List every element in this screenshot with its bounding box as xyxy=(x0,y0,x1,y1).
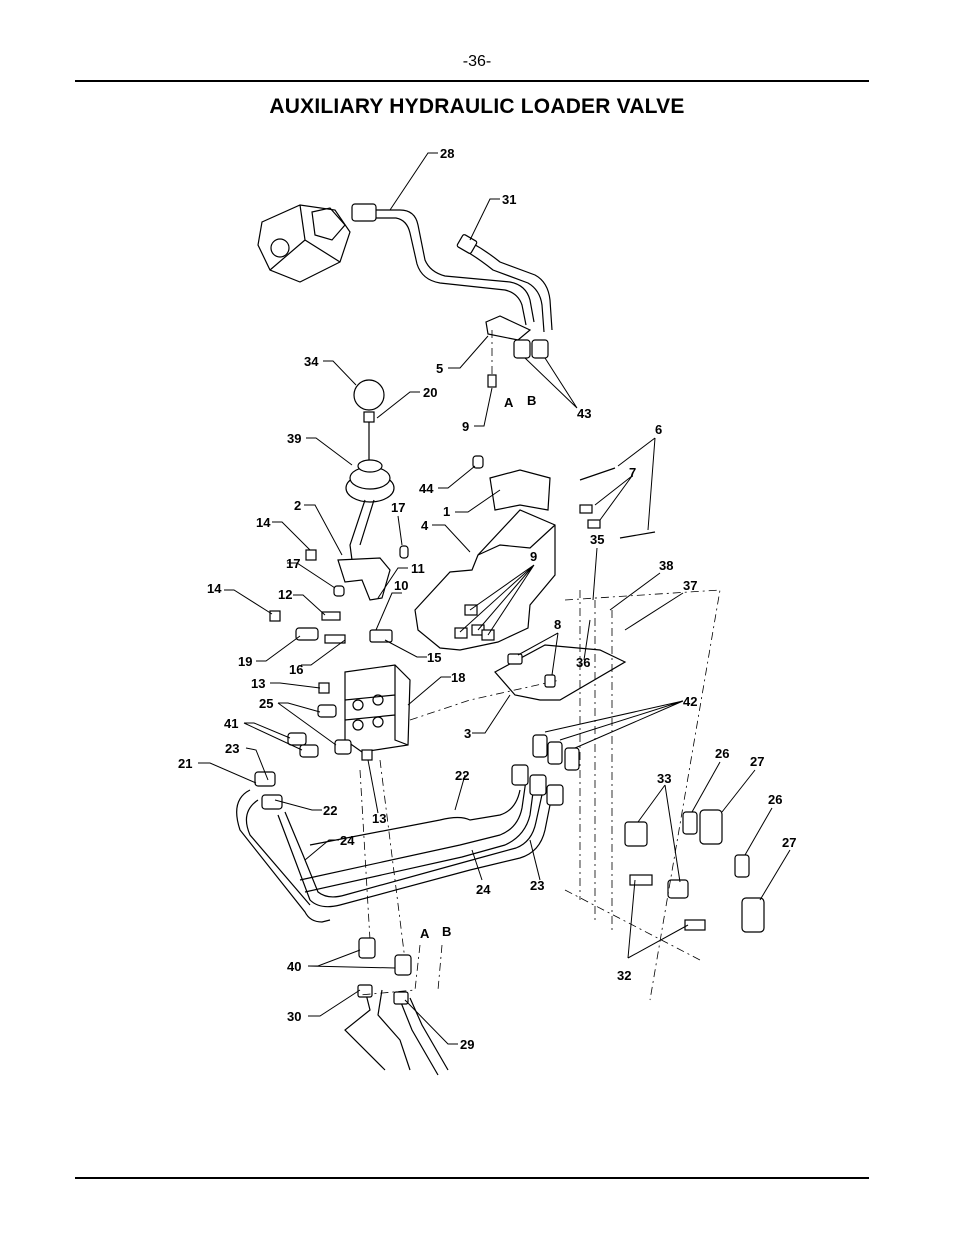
callout-labels: 28 31 5 43 9 A B 34 20 39 6 7 44 1 4 2 1… xyxy=(178,146,796,1052)
callout-5: 5 xyxy=(436,361,443,376)
support-bracket-4 xyxy=(414,455,556,651)
callout-6: 6 xyxy=(655,422,662,437)
hydraulic-pump xyxy=(257,203,377,283)
callout-39: 39 xyxy=(287,431,301,446)
callout-24-lower: 24 xyxy=(476,882,491,897)
page-title: AUXILIARY HYDRAULIC LOADER VALVE xyxy=(269,95,685,118)
dust-caps xyxy=(624,809,765,933)
callout-18: 18 xyxy=(451,670,465,685)
callout-3: 3 xyxy=(464,726,471,741)
callout-33: 33 xyxy=(657,771,671,786)
callout-26-lower: 26 xyxy=(768,792,782,807)
assembly-guides xyxy=(359,589,721,1001)
footer-rule xyxy=(75,1177,869,1179)
callout-32: 32 xyxy=(617,968,631,983)
callout-1: 1 xyxy=(443,504,450,519)
lever-bracket-2 xyxy=(337,557,391,601)
callout-30: 30 xyxy=(287,1009,301,1024)
callout-17-lower: 17 xyxy=(286,556,300,571)
callout-2: 2 xyxy=(294,498,301,513)
hydraulic-line-upper xyxy=(376,209,553,333)
callout-43: 43 xyxy=(577,406,591,421)
page-number: -36- xyxy=(462,53,492,70)
callout-35: 35 xyxy=(590,532,604,547)
bolts-6-7 xyxy=(579,467,656,539)
callout-38: 38 xyxy=(659,558,673,573)
callout-27-lower: 27 xyxy=(782,835,796,850)
callout-22-left: 22 xyxy=(323,803,337,818)
callout-16: 16 xyxy=(289,662,303,677)
couplers-42 xyxy=(532,734,580,771)
callout-11: 11 xyxy=(411,561,425,576)
callout-12: 12 xyxy=(278,587,292,602)
callout-20: 20 xyxy=(423,385,437,400)
callout-26-upper: 26 xyxy=(715,746,729,761)
callout-7: 7 xyxy=(629,465,636,480)
callout-9-bracket: 9 xyxy=(530,549,537,564)
header-rule xyxy=(75,80,869,82)
mount-plate-3 xyxy=(494,644,627,701)
callout-13-lower: 13 xyxy=(372,811,386,826)
callout-36: 36 xyxy=(576,655,590,670)
callout-15: 15 xyxy=(427,650,441,665)
callout-28: 28 xyxy=(440,146,454,161)
callout-25: 25 xyxy=(259,696,273,711)
callout-23-upper: 23 xyxy=(225,741,239,756)
callout-27-upper: 27 xyxy=(750,754,764,769)
control-lever xyxy=(345,379,395,561)
hydraulic-lines-lower xyxy=(236,764,564,923)
callout-42: 42 xyxy=(683,694,697,709)
callout-44: 44 xyxy=(419,481,434,496)
callout-b-upper: B xyxy=(527,393,536,408)
callout-29: 29 xyxy=(460,1037,474,1052)
callout-24-upper: 24 xyxy=(340,833,355,848)
callout-37: 37 xyxy=(683,578,697,593)
callout-17-upper: 17 xyxy=(391,500,405,515)
callout-14-upper: 14 xyxy=(256,515,271,530)
callout-8: 8 xyxy=(554,617,561,632)
callout-23-lower: 23 xyxy=(530,878,544,893)
callout-21: 21 xyxy=(178,756,192,771)
callout-b-lower: B xyxy=(442,924,451,939)
callout-31: 31 xyxy=(502,192,516,207)
leader-lines xyxy=(198,152,791,1045)
callout-41: 41 xyxy=(224,716,238,731)
callout-10: 10 xyxy=(394,578,408,593)
lower-fittings xyxy=(344,937,449,1076)
callout-a-upper: A xyxy=(504,395,514,410)
callout-4: 4 xyxy=(421,518,429,533)
callout-9: 9 xyxy=(462,419,469,434)
callout-40: 40 xyxy=(287,959,301,974)
callout-13-upper: 13 xyxy=(251,676,265,691)
callout-22-right: 22 xyxy=(455,768,469,783)
loader-valve-18 xyxy=(344,664,411,753)
callout-a-lower: A xyxy=(420,926,430,941)
callout-14-lower: 14 xyxy=(207,581,222,596)
callout-34: 34 xyxy=(304,354,319,369)
mount-bracket-5 xyxy=(485,315,549,388)
callout-19: 19 xyxy=(238,654,252,669)
